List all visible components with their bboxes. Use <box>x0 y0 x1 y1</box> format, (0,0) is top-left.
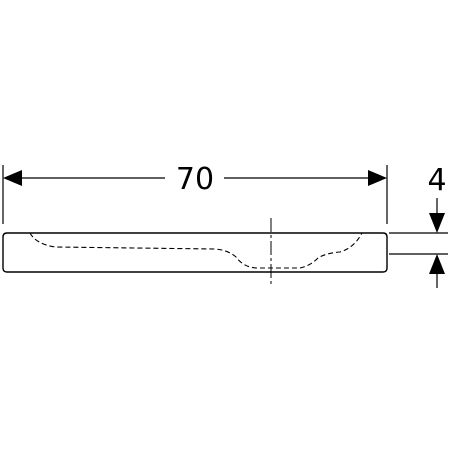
hidden-basin-contour <box>29 232 363 269</box>
arrowhead-right <box>368 170 387 186</box>
arrowhead-up <box>429 254 445 274</box>
plate-outline <box>2 232 388 273</box>
width-dimension-label: 70 <box>176 162 214 197</box>
arrowhead-down <box>429 213 445 233</box>
arrowhead-left <box>3 170 22 186</box>
height-dimension-label: 4 <box>427 163 446 198</box>
